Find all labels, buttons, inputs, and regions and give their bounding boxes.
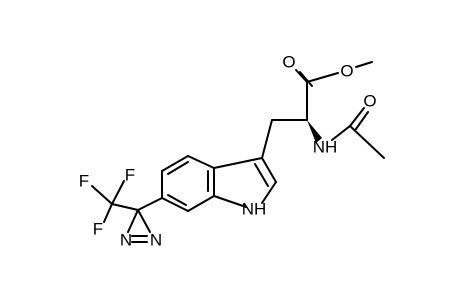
bond-ring-4 <box>187 195 215 212</box>
atom-n-diazirine-left: N <box>120 231 132 250</box>
bond-ring-inner-1 <box>167 161 189 175</box>
bond-pyrrole-4 <box>213 195 247 208</box>
atom-f-top-right: F <box>125 166 135 185</box>
bond-pyrrole-2b <box>254 163 269 187</box>
bond-acetyl-co-1 <box>349 107 365 127</box>
bond-acetyl-co-2 <box>355 111 369 130</box>
atom-nh-indole: NH <box>242 200 267 219</box>
bond-ring-2 <box>187 155 215 169</box>
bond-cq-n-left <box>127 209 139 233</box>
bond-alpha-nh-wedge <box>307 120 322 143</box>
atom-o-acetyl: O <box>363 92 376 111</box>
bond-chain-1 <box>261 119 273 159</box>
bond-ring-1 <box>161 155 189 172</box>
bond-ester-co-1 <box>295 69 308 83</box>
bond-pyrrole-2 <box>261 157 277 183</box>
atom-nh-amide: NH <box>313 138 338 157</box>
bond-ring-5 <box>161 197 189 212</box>
bond-nh-acetyl <box>331 125 351 141</box>
bond-cq-n-right <box>137 209 151 233</box>
atom-o-carbonyl-ester: O <box>282 53 295 72</box>
bond-ring-inner-3 <box>167 194 187 206</box>
bond-acetyl-methyl <box>349 125 385 159</box>
bond-cf3-f1 <box>91 185 113 205</box>
bond-pyrrole-3 <box>261 181 277 204</box>
bonds <box>91 61 385 243</box>
atom-f-top-left: F <box>79 172 89 191</box>
bond-ring-to-cq <box>137 197 163 211</box>
atom-n-diazirine-right: N <box>150 231 162 250</box>
bond-ester-o <box>306 72 339 83</box>
bond-ester-methyl <box>355 61 373 68</box>
bond-cf3-f3 <box>103 203 113 223</box>
bond-pyrrole-1 <box>213 157 263 169</box>
bond-cq-cf3 <box>111 203 139 211</box>
atom-labels: O O O NH NH F F F N N <box>79 53 377 250</box>
atom-o-ester: O <box>340 62 353 81</box>
bond-cf3-f2 <box>111 180 125 205</box>
bond-ester-co-2 <box>299 71 313 87</box>
atom-f-left: F <box>93 220 103 239</box>
